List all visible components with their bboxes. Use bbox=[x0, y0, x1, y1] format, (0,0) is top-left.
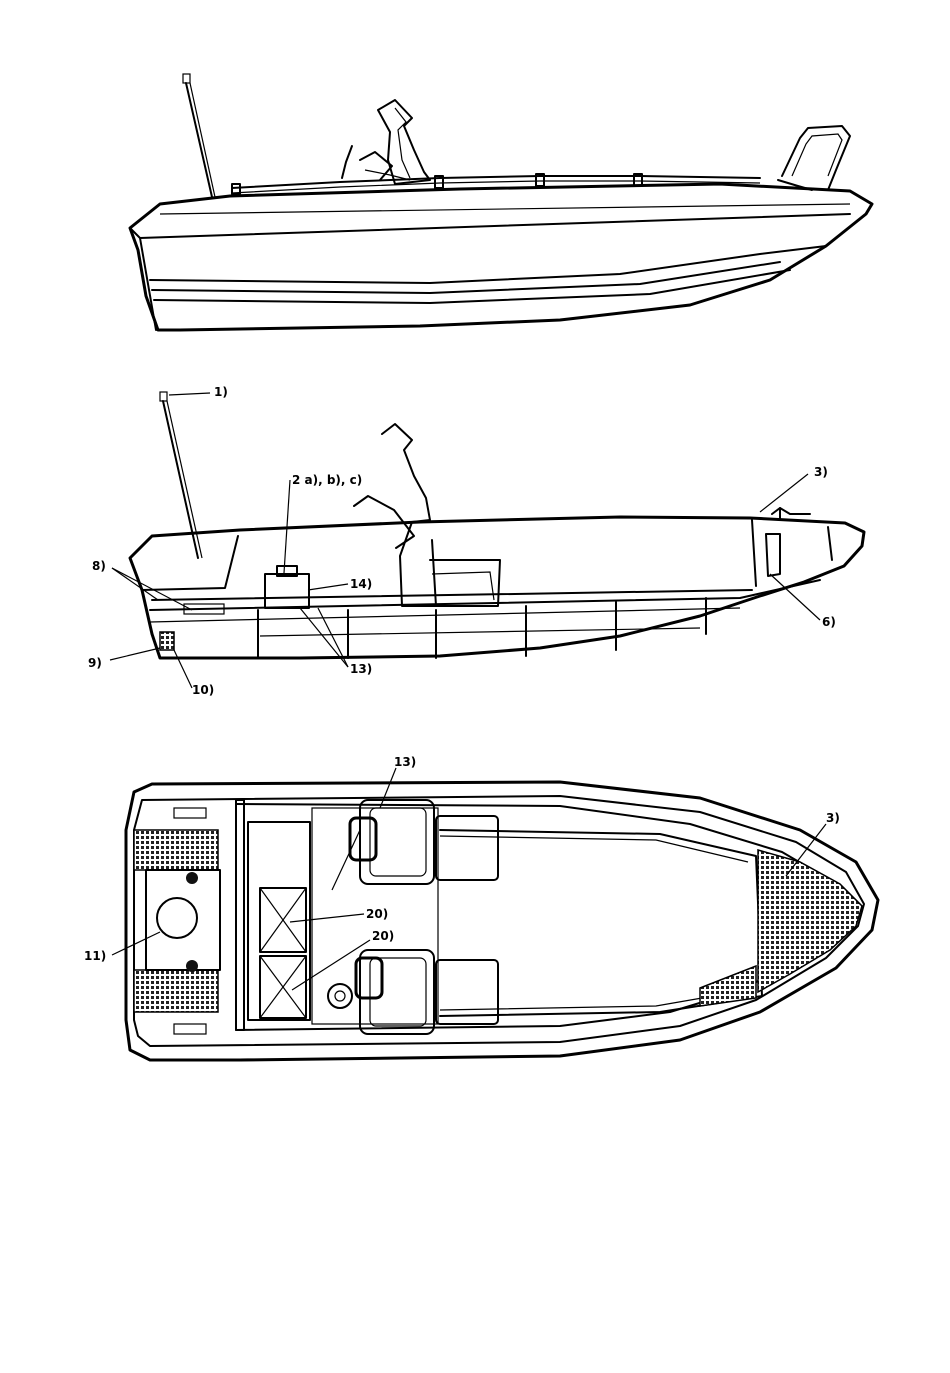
top-view: 13) 3) 11) 20) 20) bbox=[84, 755, 878, 1060]
callout-6: 6) bbox=[822, 615, 836, 629]
callout-13-top: 13) bbox=[394, 755, 416, 769]
cutaway-console bbox=[354, 424, 500, 606]
console-windscreen bbox=[342, 100, 430, 184]
side-profile-view bbox=[130, 74, 872, 330]
callout-2: 2 a), b), c) bbox=[292, 473, 362, 487]
bow-storage bbox=[766, 534, 780, 576]
callout-14: 14) bbox=[350, 577, 372, 591]
engine-well-cover bbox=[157, 898, 197, 938]
transom-fittings bbox=[160, 604, 224, 650]
hull-outline bbox=[130, 184, 872, 330]
steering-wheel-drawing bbox=[328, 984, 352, 1008]
fuel-tank bbox=[265, 566, 309, 608]
callout-9: 9) bbox=[88, 656, 102, 670]
callout-20-lower: 20) bbox=[372, 929, 394, 943]
callout-8: 8) bbox=[92, 559, 106, 573]
cutaway-side-view: 1) 2 a), b), c) 3) 6) 8) 9) 10) 13) 14) bbox=[88, 385, 864, 697]
callout-3-top: 3) bbox=[826, 811, 840, 825]
antenna-drawing bbox=[183, 74, 215, 197]
callout-13-side: 13) bbox=[350, 662, 372, 676]
callout-3-side: 3) bbox=[814, 465, 828, 479]
cutaway-leaders bbox=[110, 393, 820, 688]
callout-11: 11) bbox=[84, 949, 106, 963]
callout-1: 1) bbox=[214, 385, 228, 399]
bow-rail bbox=[778, 126, 850, 190]
callout-10: 10) bbox=[192, 683, 214, 697]
cutaway-hull bbox=[130, 517, 864, 658]
callout-20-upper: 20) bbox=[366, 907, 388, 921]
transom-area bbox=[134, 800, 244, 1034]
top-seats bbox=[328, 800, 498, 1034]
bow-nonslip-area bbox=[700, 850, 862, 1006]
